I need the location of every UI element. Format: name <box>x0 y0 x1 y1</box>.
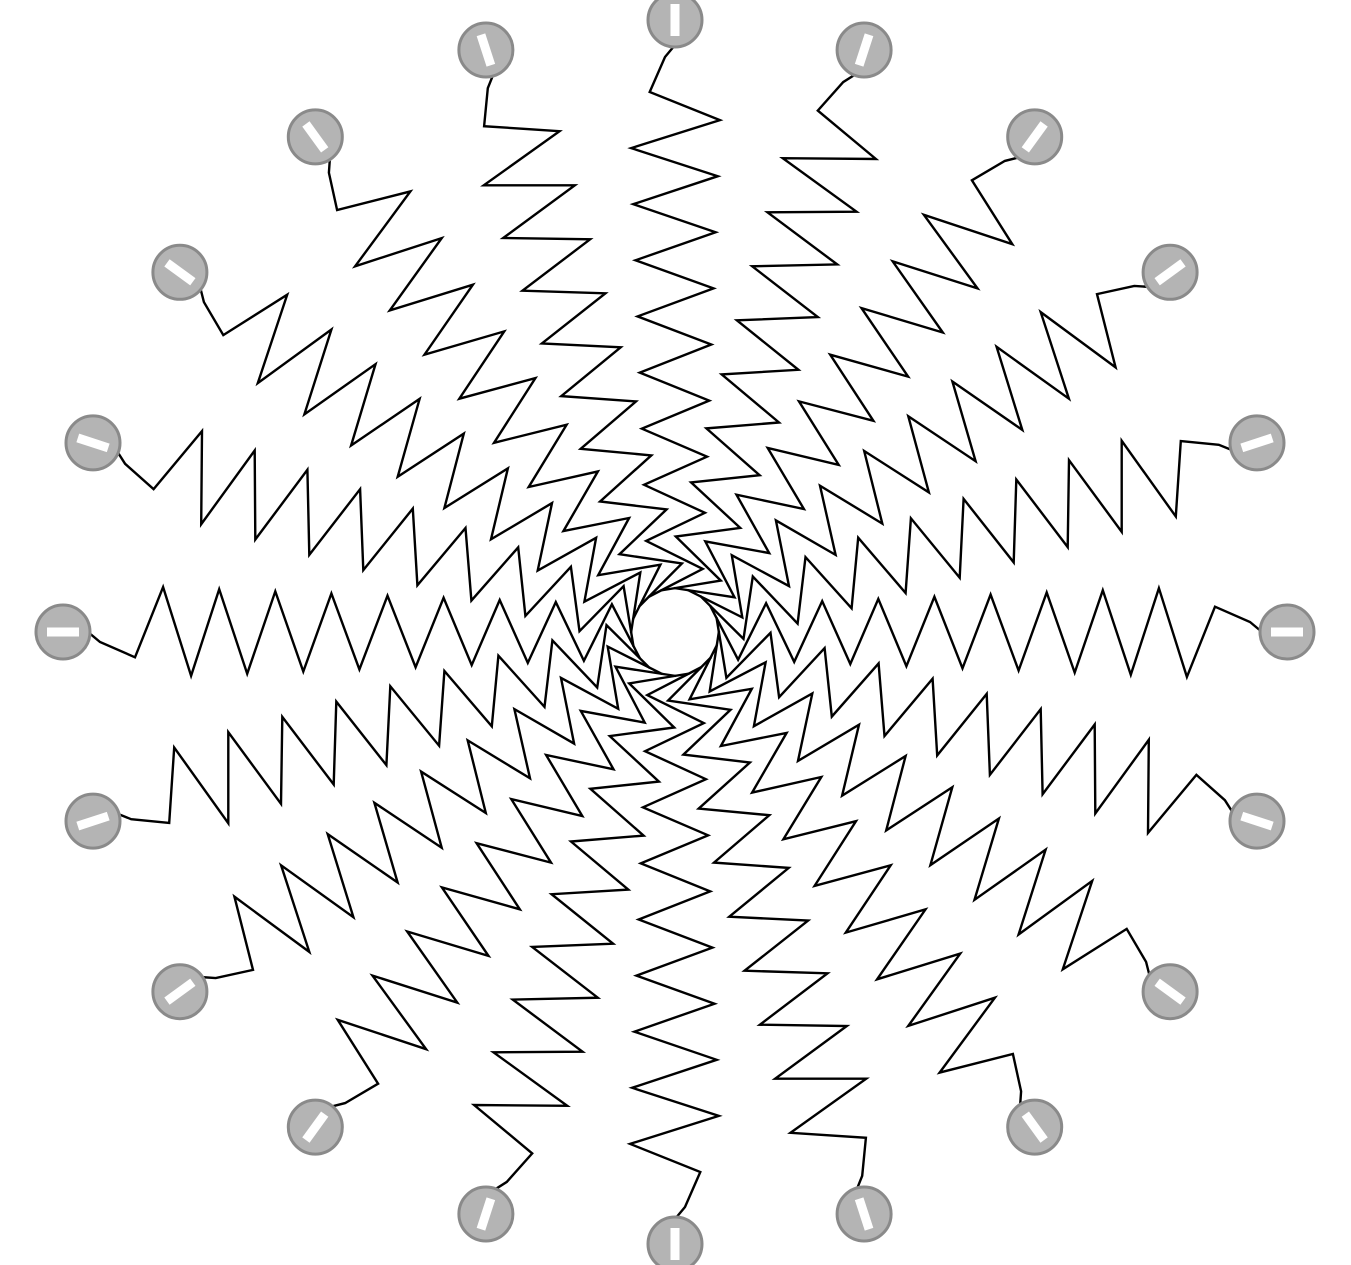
minus-charge-icon <box>302 1111 329 1143</box>
surfactant-head-10 <box>835 1185 893 1243</box>
hydrophobic-tails <box>87 44 1263 1220</box>
surfactant-tail-7 <box>715 617 1235 837</box>
minus-charge-icon <box>47 627 79 637</box>
minus-charge-icon <box>1240 433 1274 453</box>
minus-charge-icon <box>1021 121 1048 153</box>
surfactant-tail-3 <box>673 155 1021 599</box>
surfactant-tail-19 <box>327 157 663 620</box>
surfactant-head-12 <box>457 1185 515 1243</box>
surfactant-tail-17 <box>115 427 635 647</box>
surfactant-head-3 <box>1006 108 1064 166</box>
minus-charge-icon <box>76 811 110 831</box>
surfactant-tail-1 <box>627 44 724 599</box>
surfactant-head-17 <box>64 414 122 472</box>
surfactant-head-16 <box>34 603 92 661</box>
surfactant-head-20 <box>457 21 515 79</box>
surfactant-head-19 <box>286 108 344 166</box>
surfactant-head-5 <box>1228 414 1286 472</box>
surfactant-head-15 <box>64 792 122 850</box>
minus-charge-icon <box>1271 627 1303 637</box>
surfactant-head-18 <box>151 243 209 301</box>
surfactant-tail-4 <box>687 284 1150 620</box>
minus-charge-icon <box>476 33 496 67</box>
surfactant-tail-9 <box>687 644 1023 1107</box>
hydrophilic-heads <box>34 0 1316 1265</box>
minus-charge-icon <box>76 433 110 453</box>
surfactant-tail-15 <box>116 622 651 827</box>
surfactant-tail-18 <box>198 286 642 634</box>
minus-charge-icon <box>670 4 680 36</box>
minus-charge-icon <box>1154 259 1186 286</box>
minus-charge-icon <box>854 1197 874 1231</box>
surfactant-tail-13 <box>329 665 677 1109</box>
surfactant-tail-14 <box>200 644 663 980</box>
surfactant-tail-20 <box>480 73 685 608</box>
minus-charge-icon <box>1154 978 1186 1005</box>
surfactant-tail-11 <box>626 665 723 1220</box>
surfactant-head-8 <box>1141 963 1199 1021</box>
minus-charge-icon <box>302 121 329 153</box>
minus-charge-icon <box>670 1228 680 1260</box>
surfactant-head-2 <box>835 21 893 79</box>
minus-charge-icon <box>476 1197 496 1231</box>
minus-charge-icon <box>1021 1111 1048 1143</box>
surfactant-tail-6 <box>708 584 1263 681</box>
surfactant-tail-2 <box>660 72 880 592</box>
minus-charge-icon <box>164 259 196 286</box>
surfactant-tail-16 <box>87 583 642 680</box>
surfactant-head-11 <box>646 1215 704 1265</box>
surfactant-head-13 <box>286 1098 344 1156</box>
surfactant-head-6 <box>1258 603 1316 661</box>
minus-charge-icon <box>164 978 196 1005</box>
surfactant-head-1 <box>646 0 704 49</box>
minus-charge-icon <box>1240 811 1274 831</box>
surfactant-head-4 <box>1141 243 1199 301</box>
surfactant-head-7 <box>1228 792 1286 850</box>
surfactant-tail-8 <box>708 630 1152 978</box>
surfactant-head-9 <box>1006 1098 1064 1156</box>
minus-charge-icon <box>854 33 874 67</box>
surfactant-tail-5 <box>699 437 1234 642</box>
surfactant-tail-12 <box>470 672 690 1192</box>
surfactant-tail-10 <box>665 656 870 1191</box>
surfactant-head-14 <box>151 963 209 1021</box>
